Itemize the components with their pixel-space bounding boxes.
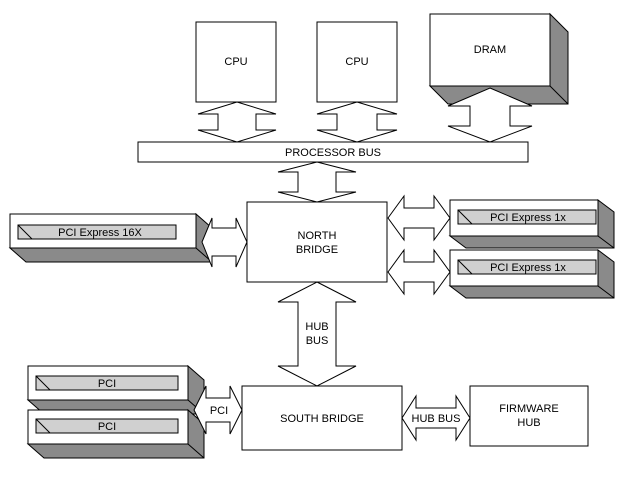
hub-bus-horizontal-label: HUB BUS [412,413,461,425]
cpu-label-2: CPU [345,56,368,68]
pcie-16x-label: PCI Express 16X [58,227,142,239]
dram-bus-arrow [447,87,533,143]
northbridge-pcie1a-arrow [387,194,451,242]
northbridge-pcie1b-arrow [387,248,451,296]
processor-bus-label: PROCESSOR BUS [285,147,381,159]
south-bridge-label: SOUTH BRIDGE [280,413,364,425]
firmware-hub-box: FIRMWARE HUB [469,385,589,447]
north-bridge-box: NORTH BRIDGE [246,201,388,283]
hub-bus-horizontal-arrow: HUB BUS [401,394,471,442]
pcie16-northbridge-arrow [201,217,248,268]
dram-box: DRAM [428,12,569,105]
cpu-box-2: CPU [316,21,398,103]
pcie-16x-card: PCI Express 16X [8,212,213,263]
cpu-box-1: CPU [195,21,277,103]
cpu1-bus-arrow [197,101,277,143]
pcie-1x-label-b: PCI Express 1x [490,262,566,274]
dram-label: DRAM [474,44,506,56]
bus-northbridge-arrow [277,161,357,203]
cpu2-bus-arrow [316,101,398,143]
pci-link-label: PCI [210,405,228,417]
pci-label-1: PCI [98,378,116,390]
hub-bus-vertical-label-1: HUB [305,321,328,333]
pci-card-2: PCI [26,408,205,459]
processor-bus: PROCESSOR BUS [137,141,529,163]
firmware-hub-label-1: FIRMWARE [499,403,558,415]
south-bridge-box: SOUTH BRIDGE [241,385,403,451]
north-bridge-label-2: BRIDGE [296,244,338,256]
pcie-1x-label-a: PCI Express 1x [490,212,566,224]
hub-bus-vertical-label-2: BUS [306,335,329,347]
pcie-1x-card-b: PCI Express 1x [448,249,615,299]
pci-label-2: PCI [98,421,116,433]
hub-bus-vertical-arrow: HUB BUS [277,281,357,387]
cpu-label-1: CPU [224,56,247,68]
pcie-1x-card-a: PCI Express 1x [448,199,615,249]
firmware-hub-label-2: HUB [517,417,540,429]
north-bridge-label-1: NORTH [298,230,337,242]
pci-card-1: PCI [26,364,205,415]
